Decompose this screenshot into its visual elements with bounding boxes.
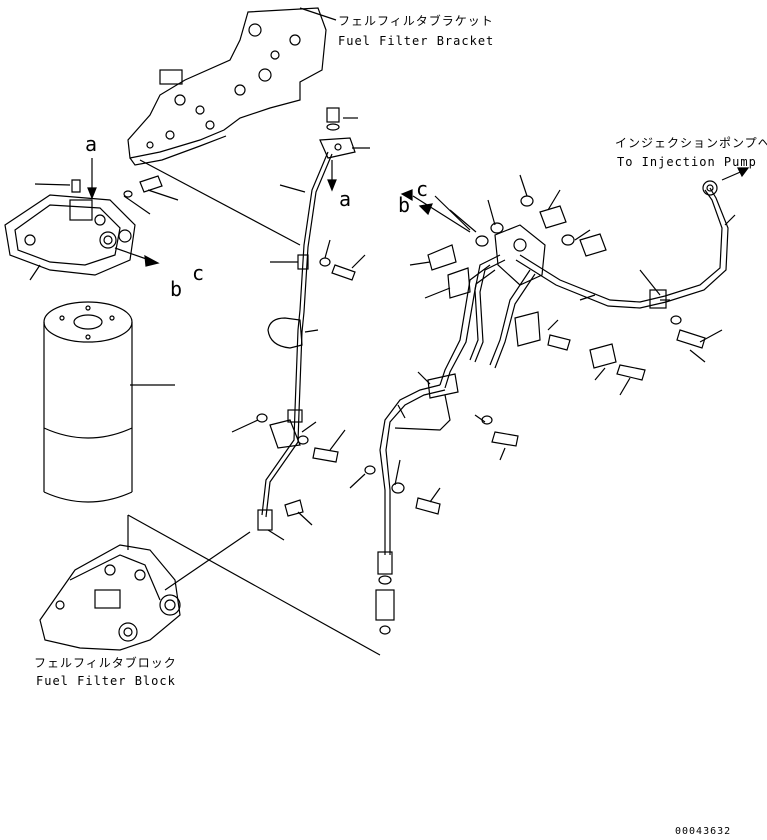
bracket-bolts [279, 107, 370, 193]
ref-a-filter-head: a [85, 132, 99, 156]
right-pipe-assembly [349, 167, 750, 635]
leader-line [139, 159, 301, 246]
ref-a-bracket: a [339, 187, 353, 211]
block-label-jp: フェルフィルタブロック [34, 656, 177, 670]
filter-head-bolts [29, 175, 179, 281]
filter-head-arrows [87, 158, 160, 267]
pump-label-en: To Injection Pump [617, 155, 757, 169]
ref-b-pipe: b [398, 193, 412, 217]
bracket-label-jp: フェルフィルタブラケット [338, 14, 494, 28]
bracket-label-en: Fuel Filter Bracket [338, 34, 495, 48]
ref-c-pipe: c [416, 177, 430, 201]
fuel-filter-bracket [127, 7, 337, 166]
filter-head [4, 194, 136, 276]
drawing-number: 00043632 [675, 826, 732, 837]
center-pipe-fittings [231, 239, 366, 541]
fuel-filter-block [39, 514, 381, 656]
pump-label-jp: インジェクションポンプへ [615, 136, 767, 150]
center-fuel-pipe [257, 151, 333, 531]
fuel-filter-cartridge [43, 301, 175, 503]
ref-c-filter-head: c [192, 261, 206, 285]
ref-b-filter-head: b [170, 277, 184, 301]
block-label-en: Fuel Filter Block [36, 674, 176, 688]
